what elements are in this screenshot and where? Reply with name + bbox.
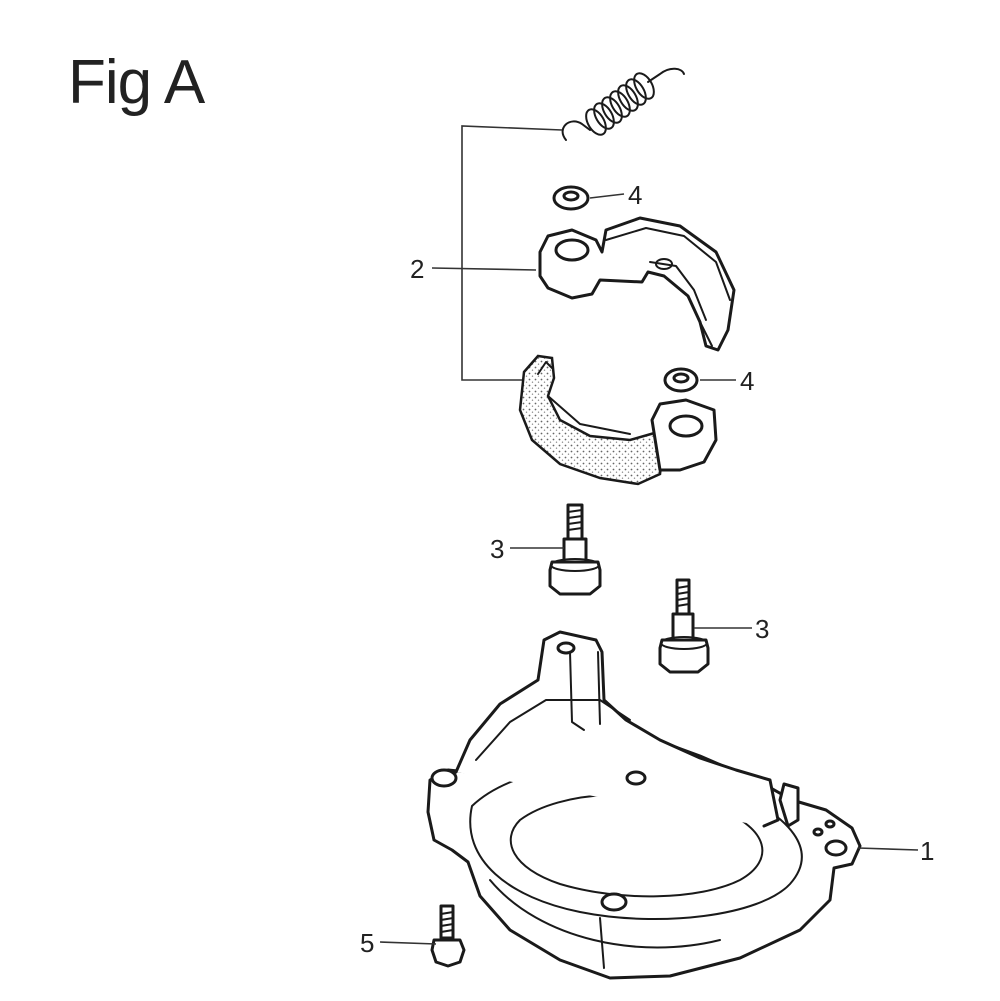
- clutch-shoe-lower: [518, 354, 718, 486]
- group-bracket-line: [461, 125, 563, 381]
- mounting-bolt: [430, 904, 466, 968]
- callout-5: 5: [360, 928, 374, 958]
- washer-lower: [663, 367, 699, 393]
- clutch-spring: [561, 67, 685, 141]
- callout-3-right: 3: [755, 614, 769, 644]
- figure-title: Fig A: [68, 48, 205, 117]
- shoulder-bolt-right: [658, 578, 710, 674]
- callout-3-center: 3: [490, 534, 504, 564]
- callout-1: 1: [920, 836, 934, 866]
- shoulder-bolt-center: [548, 503, 602, 596]
- clutch-housing: [426, 630, 862, 980]
- washer-upper: [552, 185, 590, 211]
- callout-2: 2: [410, 254, 424, 284]
- callout-4-lower: 4: [740, 366, 754, 396]
- clutch-shoe-upper: [538, 216, 736, 352]
- callout-4-upper: 4: [628, 180, 642, 210]
